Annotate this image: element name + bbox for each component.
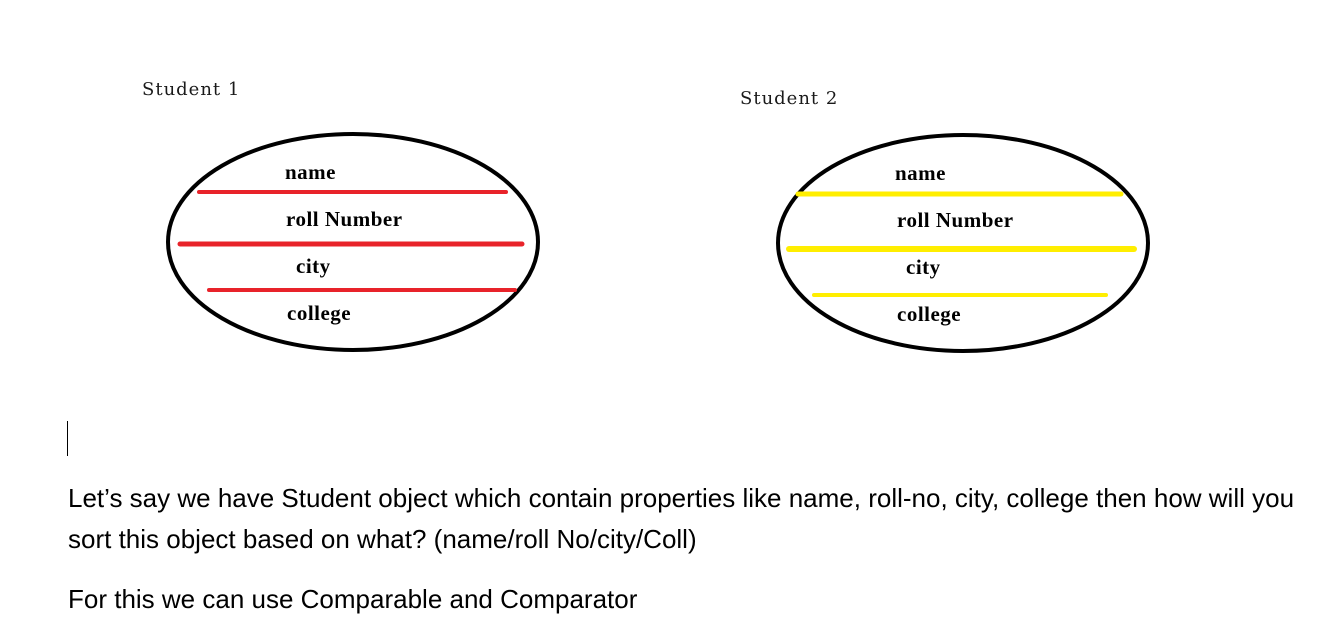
- student-2-field-roll-number: roll Number: [897, 208, 1014, 232]
- student-1-ellipse: [166, 132, 540, 352]
- student-2-field-name: name: [895, 161, 946, 185]
- question-paragraph: Let’s say we have Student object which c…: [68, 483, 1295, 554]
- text-cursor: [67, 421, 68, 456]
- student-1-field-name: name: [285, 160, 336, 184]
- student-1-field-roll-number: roll Number: [286, 207, 403, 231]
- student-2-field-city: city: [906, 255, 941, 279]
- student-1-field-city: city: [296, 254, 331, 278]
- student-1-title: Student 1: [142, 79, 240, 100]
- student-objects-diagram: Student 1 name roll Number city college …: [142, 79, 1150, 353]
- student-2-ellipse: [776, 133, 1150, 353]
- student-2-object: Student 2 name roll Number city college: [740, 88, 1150, 353]
- answer-paragraph: For this we can use Comparable and Compa…: [68, 584, 638, 614]
- student-2-title: Student 2: [740, 88, 838, 109]
- student-1-field-college: college: [287, 301, 351, 325]
- student-2-field-college: college: [897, 302, 961, 326]
- student-1-object: Student 1 name roll Number city college: [142, 79, 540, 352]
